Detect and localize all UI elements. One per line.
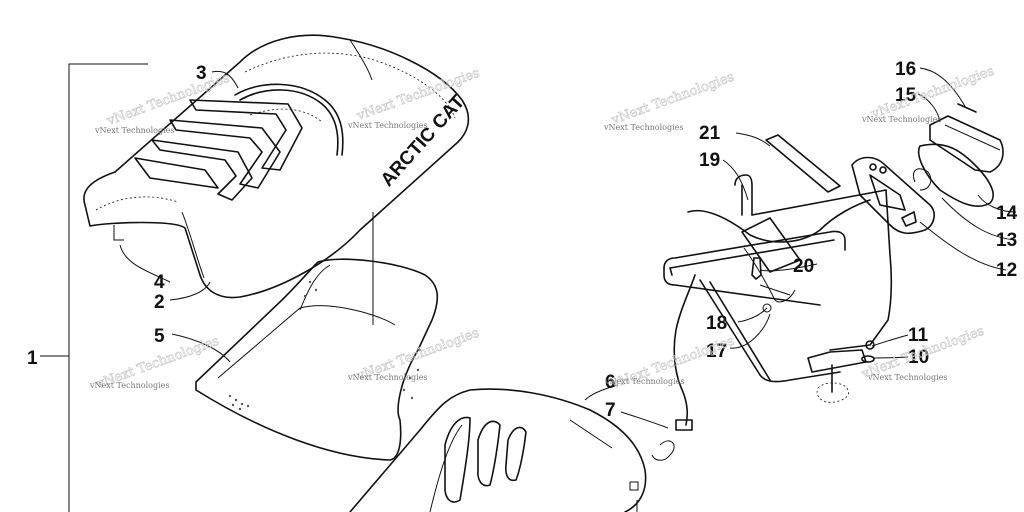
watermark-text: vNext Technologies bbox=[94, 126, 174, 135]
callout-7: 7 bbox=[605, 400, 616, 421]
left-leader-lines bbox=[119, 70, 669, 429]
rack-frame-part bbox=[663, 174, 893, 403]
watermark-text: vNext Technologies bbox=[347, 373, 427, 382]
callout-18: 18 bbox=[706, 313, 727, 334]
rack-hardware bbox=[751, 257, 875, 363]
callout-3: 3 bbox=[196, 63, 207, 84]
callout-6: 6 bbox=[605, 372, 616, 393]
watermark-text: vNext Technologies bbox=[604, 377, 684, 386]
callout-labels: 1 2 3 4 5 6 7 10 11 12 13 14 15 16 17 18… bbox=[27, 59, 1018, 421]
watermark-text: vNext Technologies bbox=[347, 121, 427, 130]
assembly-bracket-right bbox=[372, 212, 638, 512]
watermark-text: vNext Technologies bbox=[603, 123, 683, 132]
reflector-decal-part bbox=[765, 134, 841, 193]
seat-foam-part bbox=[195, 258, 439, 461]
watermarks: vNext Technologies vNext Technologies vN… bbox=[89, 63, 997, 392]
callout-17: 17 bbox=[706, 341, 727, 362]
callout-12: 12 bbox=[996, 260, 1017, 281]
watermark-text: vNext Technologies bbox=[861, 115, 941, 124]
callout-16: 16 bbox=[895, 59, 916, 80]
callout-20: 20 bbox=[793, 256, 814, 277]
callout-1: 1 bbox=[27, 348, 38, 369]
tail-light-assembly bbox=[851, 103, 1004, 235]
callout-11: 11 bbox=[908, 325, 929, 346]
watermark-ghost: vNext Technologies bbox=[869, 64, 996, 123]
callout-2: 2 bbox=[154, 292, 165, 313]
seat-cover-part bbox=[83, 34, 470, 299]
callout-21: 21 bbox=[699, 123, 721, 144]
watermark-text: vNext Technologies bbox=[89, 381, 169, 390]
watermark-ghost: vNext Technologies bbox=[609, 70, 736, 129]
watermark-ghost: vNext Technologies bbox=[104, 71, 231, 130]
callout-15: 15 bbox=[895, 85, 917, 106]
callout-19: 19 bbox=[699, 150, 720, 171]
watermark-ghost: vNext Technologies bbox=[354, 66, 481, 125]
callout-4: 4 bbox=[154, 272, 165, 293]
callout-14: 14 bbox=[996, 203, 1018, 224]
callout-5: 5 bbox=[154, 326, 165, 347]
right-leader-lines bbox=[722, 67, 1017, 359]
wire-harness bbox=[651, 199, 871, 461]
seat-base-part bbox=[349, 388, 647, 512]
callout-10: 10 bbox=[908, 347, 929, 368]
assembly-bracket bbox=[40, 63, 148, 512]
watermark-text: vNext Technologies bbox=[867, 373, 947, 382]
callout-13: 13 bbox=[996, 230, 1017, 251]
